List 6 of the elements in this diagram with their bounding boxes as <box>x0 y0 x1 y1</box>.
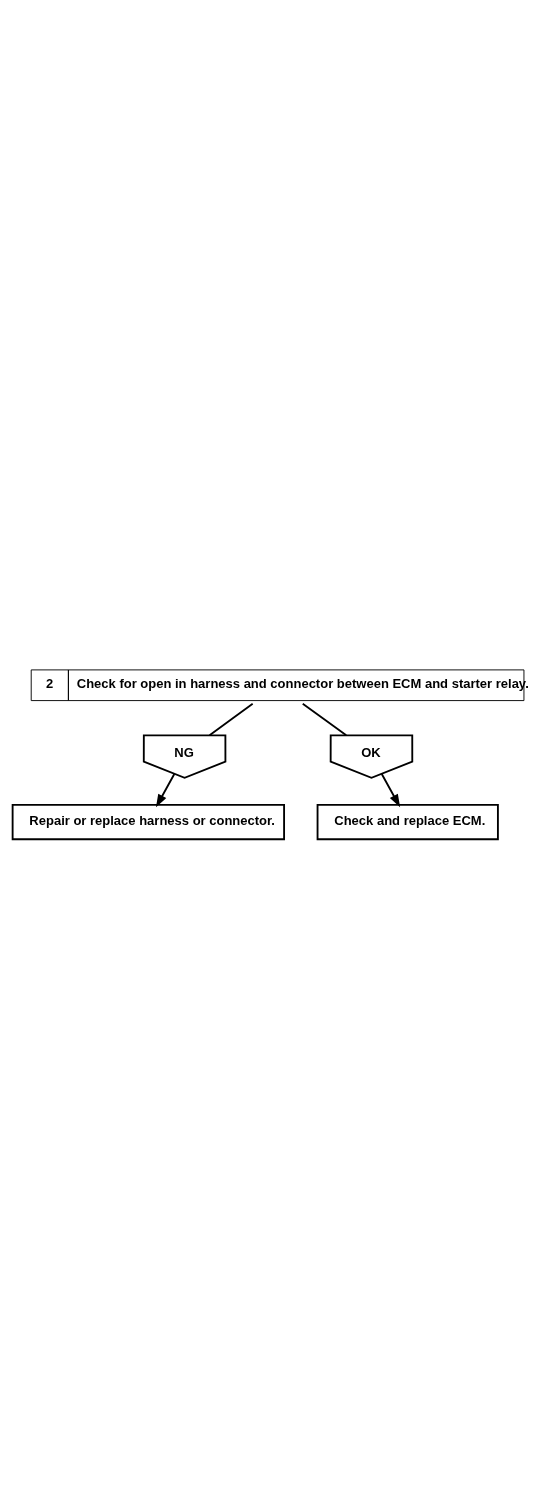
arrow <box>380 772 401 807</box>
arrow <box>155 772 176 807</box>
node-box: Check and replace ECM. <box>316 803 499 840</box>
connector <box>301 702 348 736</box>
connector <box>208 702 254 736</box>
node-box: Repair or replace harness or connector. <box>11 803 285 840</box>
